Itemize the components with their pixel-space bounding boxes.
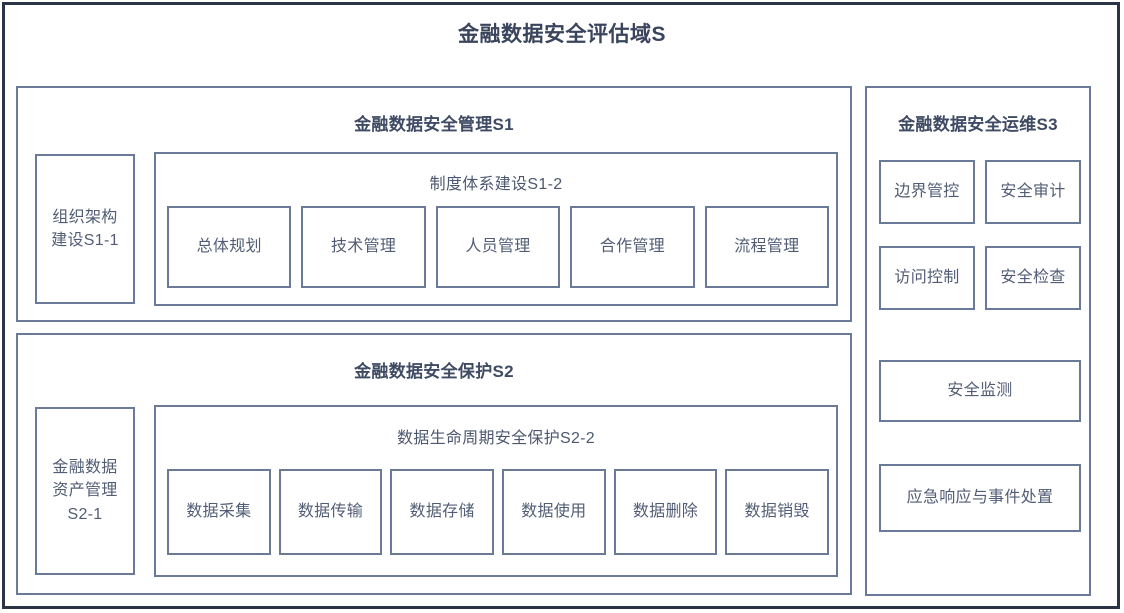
box-s1-2-item-4[interactable]: 合作管理 <box>570 206 695 288</box>
box-s2-2-item-5[interactable]: 数据删除 <box>613 469 718 555</box>
box-s3-security-audit[interactable]: 安全审计 <box>985 160 1081 224</box>
box-s2-2-item-1[interactable]: 数据采集 <box>167 469 271 555</box>
box-s1-1-org-structure[interactable]: 组织架构 建设S1-1 <box>35 154 135 304</box>
subpanel-s2-2-lifecycle-protection[interactable]: 数据生命周期安全保护S2-2 数据采集数据传输数据存储数据使用数据删除数据销毁 <box>154 405 838 577</box>
box-s3-access-control[interactable]: 访问控制 <box>879 246 975 310</box>
panel-s2-title: 金融数据安全保护S2 <box>354 362 514 381</box>
box-s2-2-item-2[interactable]: 数据传输 <box>278 469 383 555</box>
panel-s2-protection[interactable]: 金融数据安全保护S2 金融数据 资产管理 S2-1 数据生命周期安全保护S2-2… <box>16 333 852 595</box>
box-s2-2-item-3[interactable]: 数据存储 <box>390 469 494 555</box>
box-s3-security-inspection[interactable]: 安全检查 <box>985 246 1081 310</box>
panel-s3-title: 金融数据安全运维S3 <box>898 115 1058 134</box>
page-title: 金融数据安全评估域S <box>457 23 666 46</box>
panel-s3-operations[interactable]: 金融数据安全运维S3 边界管控安全审计访问控制安全检查安全监测应急响应与事件处置 <box>865 86 1091 596</box>
box-s1-2-item-3[interactable]: 人员管理 <box>435 206 561 288</box>
box-s1-2-item-2[interactable]: 技术管理 <box>301 206 426 288</box>
box-s1-2-item-1[interactable]: 总体规划 <box>167 206 292 288</box>
subpanel-s1-2-title: 制度体系建设S1-2 <box>429 176 563 193</box>
panel-s1-management[interactable]: 金融数据安全管理S1 组织架构 建设S1-1 制度体系建设S1-2 总体规划技术… <box>16 86 852 322</box>
subpanel-s2-2-title: 数据生命周期安全保护S2-2 <box>397 430 595 447</box>
box-s2-2-item-4[interactable]: 数据使用 <box>502 469 606 555</box>
box-s1-2-item-5[interactable]: 流程管理 <box>704 206 829 288</box>
subpanel-s1-2-system-building[interactable]: 制度体系建设S1-2 总体规划技术管理人员管理合作管理流程管理 <box>154 152 838 306</box>
box-s3-emergency-response[interactable]: 应急响应与事件处置 <box>879 464 1081 532</box>
panel-s1-title: 金融数据安全管理S1 <box>354 115 514 134</box>
box-s3-security-monitoring[interactable]: 安全监测 <box>879 360 1081 422</box>
box-s2-2-item-6[interactable]: 数据销毁 <box>725 469 829 555</box>
box-s3-boundary-control[interactable]: 边界管控 <box>879 160 975 224</box>
box-s2-1-asset-management[interactable]: 金融数据 资产管理 S2-1 <box>35 407 135 575</box>
